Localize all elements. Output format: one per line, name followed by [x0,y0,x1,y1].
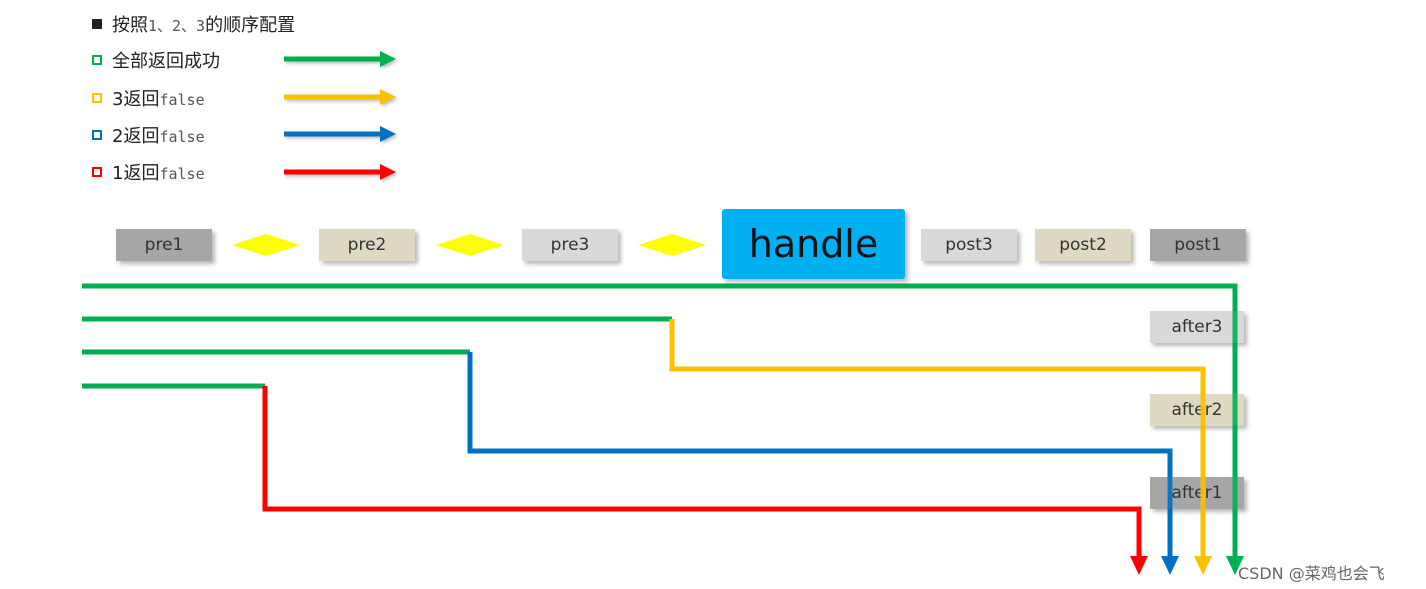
step-pre3: pre3 [522,229,618,261]
legend-label: 3返回false [112,89,205,110]
legend-arrow-red [284,164,396,180]
step-pre2: pre2 [319,229,415,261]
diamond-connector-2 [436,234,504,256]
green-square-icon [92,55,102,65]
watermark: CSDN @菜鸡也会飞 [1238,564,1385,583]
red-square-icon [92,167,102,177]
diamond-connector-3 [638,234,706,256]
legend-2-false: 2返回false [92,123,205,147]
step-after3: after3 [1150,311,1244,343]
legend-label: 2返回false [112,126,205,147]
path-green [82,283,1244,575]
legend-label: 全部返回成功 [112,51,220,72]
step-after2: after2 [1150,394,1244,426]
step-pre1: pre1 [116,229,212,261]
step-post3: post3 [921,229,1017,261]
blue-square-icon [92,130,102,140]
yellow-square-icon [92,93,102,103]
step-post1: post1 [1150,229,1246,261]
diamond-connector-1 [232,234,300,256]
path-red [82,383,1148,575]
step-handle: handle [722,209,905,279]
legend-3-false: 3返回false [92,86,205,110]
legend-all-success: 全部返回成功 [92,48,220,72]
bullet-square-icon [92,19,102,29]
legend-1-false: 1返回false [92,160,205,184]
legend-arrow-yellow [284,89,396,105]
legend-label: 按照1、2、3的顺序配置 [112,15,296,36]
path-yellow [82,316,1212,575]
legend-order: 按照1、2、3的顺序配置 [92,12,295,36]
step-post2: post2 [1035,229,1131,261]
legend-arrow-green [284,51,396,67]
step-after1: after1 [1150,477,1244,509]
legend-arrow-blue [284,126,396,142]
legend-label: 1返回false [112,163,205,184]
